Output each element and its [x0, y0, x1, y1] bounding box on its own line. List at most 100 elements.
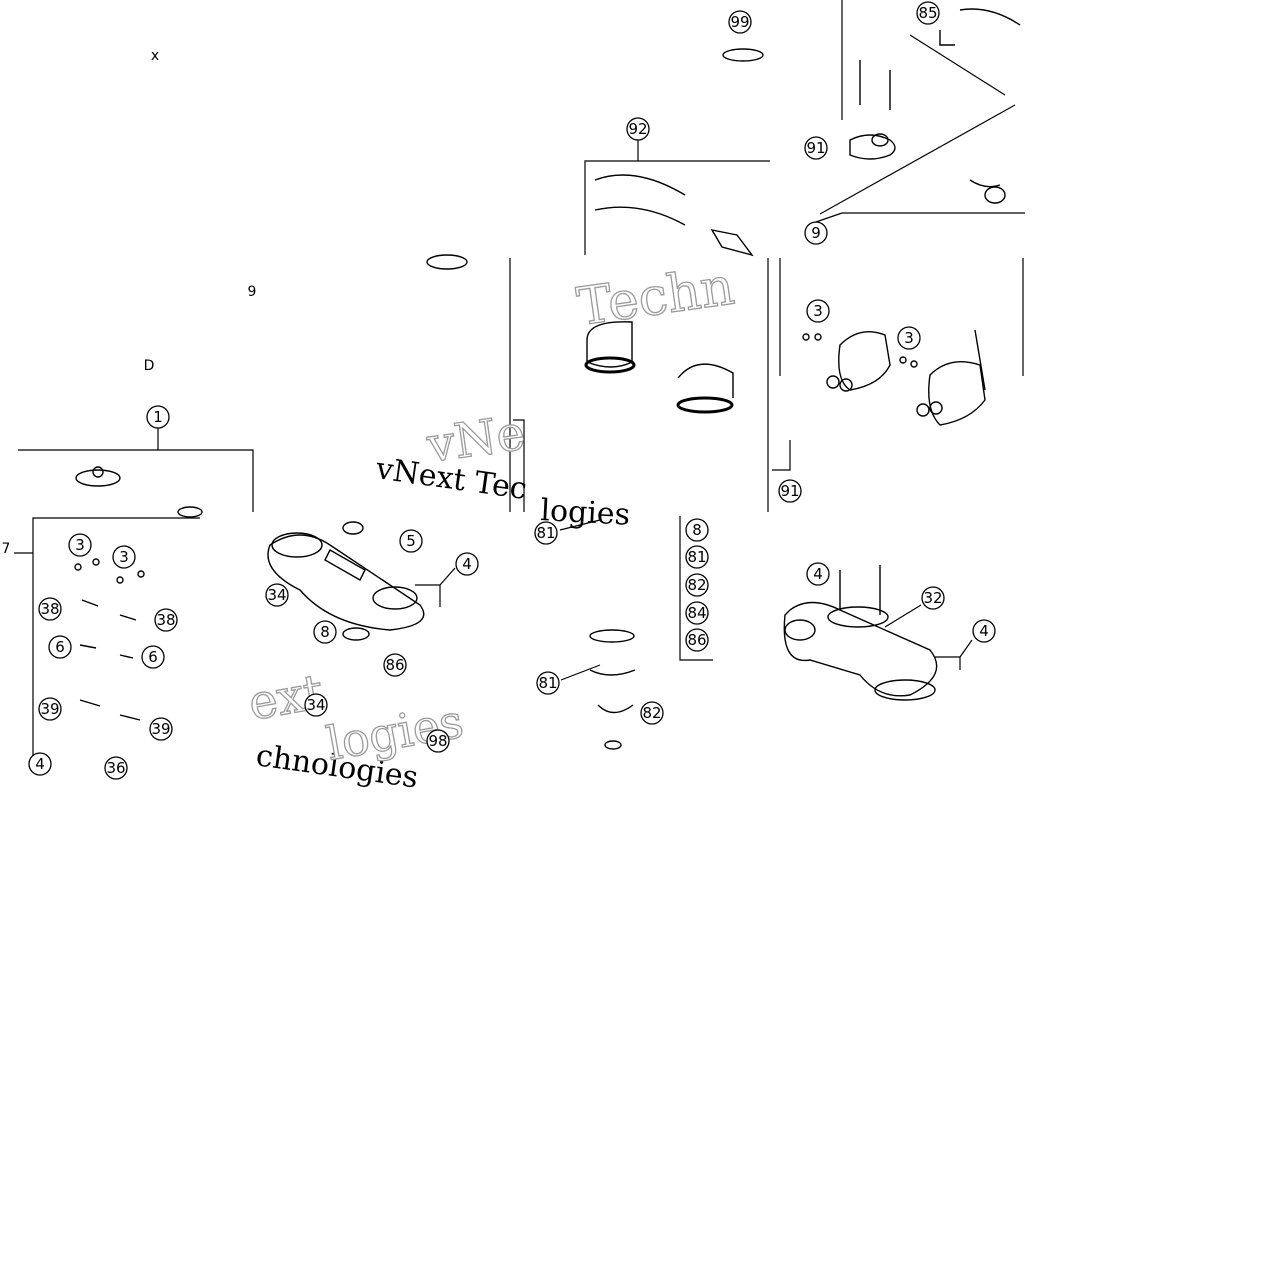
callout-c4d: 4 [972, 619, 996, 643]
callout-label: 39 [151, 720, 170, 738]
callout-circle [685, 545, 709, 569]
callout-c9: 9 [804, 221, 828, 245]
bracket-1 [18, 449, 254, 512]
callout-circle [804, 221, 828, 245]
callout-label: 6 [55, 638, 65, 656]
leader-85 [909, 34, 1006, 96]
callout-circle [778, 479, 802, 503]
callout-c39b: 39 [149, 717, 173, 741]
callout-c86a: 86 [383, 653, 407, 677]
callout-circle [154, 608, 178, 632]
callout-c34b: 34 [304, 693, 328, 717]
callout-label: 3 [75, 536, 85, 554]
callout-label: 85 [918, 4, 937, 22]
bracket-91b [772, 440, 791, 471]
callout-circle [265, 583, 289, 607]
callout-label: 98 [428, 732, 447, 750]
callout-circle [921, 586, 945, 610]
fragment-f-x: x [151, 48, 159, 64]
callout-c98: 98 [426, 729, 450, 753]
callout-c1: 1 [146, 405, 170, 429]
callout-circle [146, 405, 170, 429]
callout-circle [897, 326, 921, 350]
callout-c8b: 8 [685, 518, 709, 542]
callout-label: 82 [687, 576, 706, 594]
callout-c85: 85 [916, 1, 940, 25]
callout-c3b: 3 [897, 326, 921, 350]
callout-label: 34 [267, 586, 286, 604]
callout-circle [48, 635, 72, 659]
callout-label: 4 [979, 622, 989, 640]
callout-c36: 36 [104, 756, 128, 780]
callout-circle [313, 620, 337, 644]
callout-c32: 32 [921, 586, 945, 610]
callout-label: 5 [406, 532, 416, 550]
callout-label: 3 [904, 329, 914, 347]
callout-c4a: 4 [28, 752, 52, 776]
callout-label: 92 [628, 120, 647, 138]
callout-c39a: 39 [38, 697, 62, 721]
callout-label: 1 [153, 408, 163, 426]
callout-c3d: 3 [112, 545, 136, 569]
callout-label: 39 [40, 700, 59, 718]
callout-circle [38, 597, 62, 621]
callout-label: 8 [320, 623, 330, 641]
callout-circle [804, 136, 828, 160]
callout-c84: 84 [685, 601, 709, 625]
watermark-wm3: vNe [423, 405, 528, 474]
callout-circle [455, 552, 479, 576]
callout-circle [626, 117, 650, 141]
callout-c92: 92 [626, 117, 650, 141]
line-art [14, 0, 1025, 770]
callout-circle [28, 752, 52, 776]
callout-circle [916, 1, 940, 25]
callout-c8a: 8 [313, 620, 337, 644]
callout-circle [685, 573, 709, 597]
leader-4b [439, 567, 456, 586]
callout-c81c: 81 [536, 671, 560, 695]
small-hardware [75, 48, 764, 518]
callout-c4c: 4 [806, 562, 830, 586]
callout-label: 9 [811, 224, 821, 242]
callout-label: 91 [780, 482, 799, 500]
callout-label: 4 [35, 755, 45, 773]
callout-circle [104, 756, 128, 780]
callout-circle [141, 645, 165, 669]
callout-circle [685, 601, 709, 625]
callout-circle [399, 529, 423, 553]
callout-circle [972, 619, 996, 643]
callout-label: 99 [730, 13, 749, 31]
callout-c81b: 81 [685, 545, 709, 569]
leader-9 [815, 212, 843, 223]
callout-circle [806, 562, 830, 586]
callout-c3a: 3 [806, 299, 830, 323]
callout-c91a: 91 [804, 136, 828, 160]
callout-c91b: 91 [778, 479, 802, 503]
callout-c82a: 82 [685, 573, 709, 597]
callout-label: 34 [306, 696, 325, 714]
callout-label: 84 [687, 604, 706, 622]
clamp-pair [802, 329, 986, 426]
bracket-7 [32, 517, 200, 770]
fragment-f-d: D [144, 358, 155, 374]
callout-label: 4 [813, 565, 823, 583]
callout-label: 6 [148, 648, 158, 666]
callout-circle [685, 628, 709, 652]
bracket-92 [584, 160, 770, 255]
callout-circle [112, 545, 136, 569]
callout-circle [534, 521, 558, 545]
fragment-f-7: 7 [2, 541, 11, 557]
callout-label: 36 [106, 759, 125, 777]
upper-triple-clamp [783, 565, 938, 701]
callout-label: 32 [923, 589, 942, 607]
fragment-layer: x 9D 7 [2, 48, 257, 557]
leader-81c [560, 664, 601, 681]
bracket-mid [513, 419, 525, 512]
callout-label: 81 [687, 548, 706, 566]
callout-circle [728, 10, 752, 34]
leader-4d [959, 639, 973, 658]
fragment-f-9: 9 [248, 284, 257, 300]
bracket-callout-list [679, 516, 713, 661]
